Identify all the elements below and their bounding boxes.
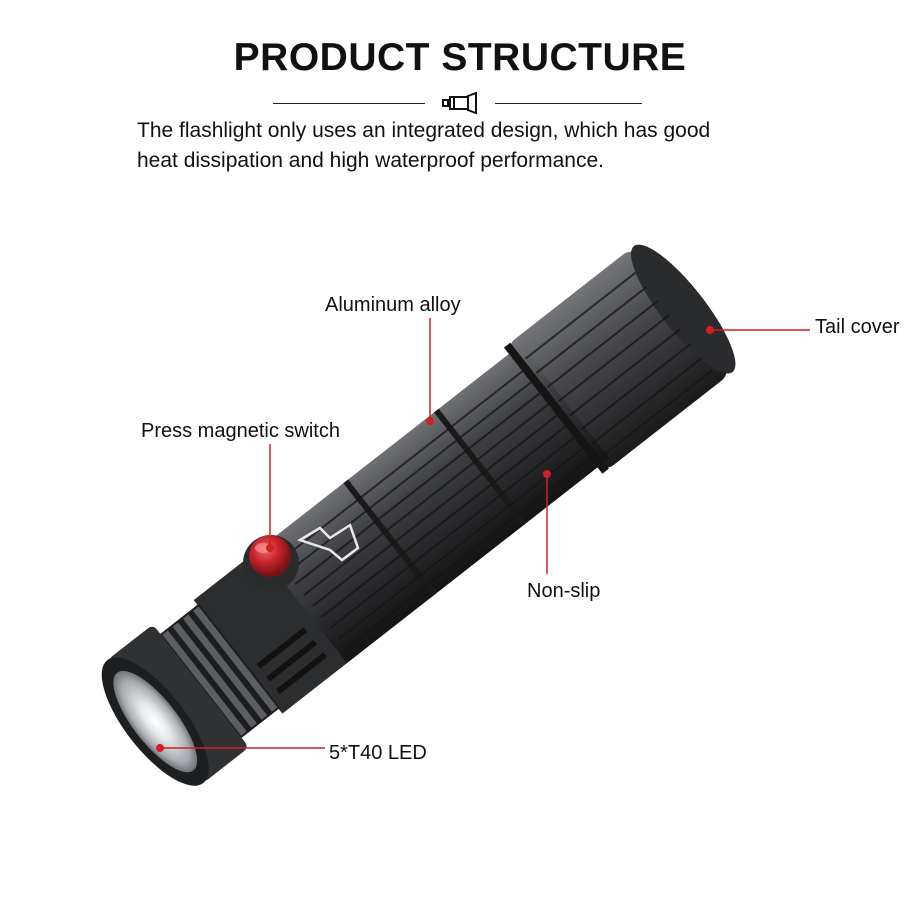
callout-aluminum-alloy: Aluminum alloy (325, 294, 461, 316)
brand-logo (297, 523, 360, 562)
switch-dot (266, 544, 274, 552)
callout-markers (156, 318, 810, 752)
lens (113, 670, 198, 773)
tail-end (631, 244, 736, 374)
head-bezel (109, 626, 247, 781)
led-dot (156, 744, 164, 752)
neck-rings (157, 603, 281, 740)
description-line-1: The flashlight only uses an integrated d… (137, 119, 711, 142)
callout-led: 5*T40 LED (329, 742, 427, 764)
band-ring-3 (503, 342, 609, 474)
band-ring-2 (434, 408, 528, 526)
switch-housing (193, 549, 347, 714)
band-ring-1 (343, 479, 437, 597)
callout-non-slip: Non-slip (527, 580, 601, 602)
knurl-lines (277, 271, 713, 650)
description-line-2: heat dissipation and high waterproof per… (137, 149, 604, 172)
flashlight-icon (442, 92, 477, 114)
housing-slots (256, 627, 328, 695)
callout-press-magnetic-switch: Press magnetic switch (141, 420, 340, 442)
divider-right (495, 103, 642, 104)
tail-dot (706, 326, 714, 334)
aluminum-dot (426, 417, 434, 425)
flashlight-body-group (101, 244, 736, 786)
nonslip-dot (543, 470, 551, 478)
callout-tail-cover: Tail cover (815, 316, 900, 338)
page-title: PRODUCT STRUCTURE (233, 36, 687, 79)
description: The flashlight only uses an integrated d… (137, 116, 837, 176)
divider-left (273, 103, 425, 104)
